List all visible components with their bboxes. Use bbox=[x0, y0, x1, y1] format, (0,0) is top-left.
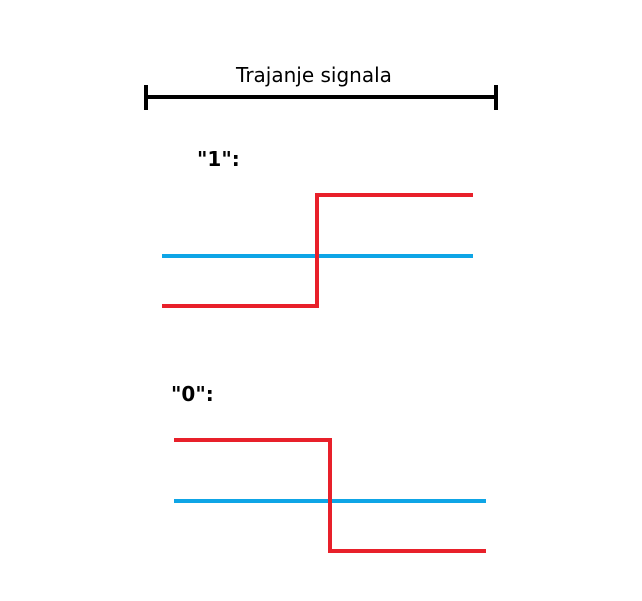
signal-duration-indicator: Trajanje signala bbox=[144, 63, 498, 110]
bit-zero-label: "0": bbox=[171, 382, 214, 406]
bit-one-waveform: "1": bbox=[162, 147, 473, 308]
bit-zero-signal bbox=[174, 438, 486, 553]
duration-label: Trajanje signala bbox=[235, 63, 392, 87]
bit-zero-waveform: "0": bbox=[171, 382, 486, 553]
bit-one-signal bbox=[162, 193, 473, 308]
bit-one-label: "1": bbox=[197, 147, 240, 171]
